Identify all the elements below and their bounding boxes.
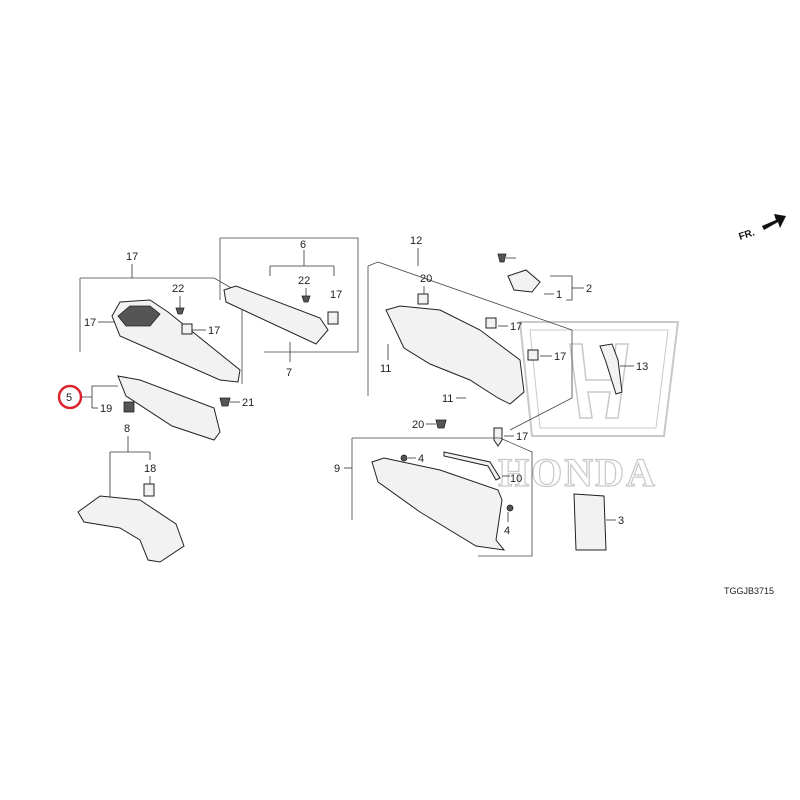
group-15: 17 17 22 17 [79,251,243,384]
group-9: 9 4 4 10 [334,437,533,557]
callout-6: 6 [300,239,306,251]
front-arrow-icon [762,214,786,230]
callout-13: 13 [636,361,648,373]
under-cover-panel [77,495,185,563]
callout-12: 12 [410,235,422,247]
screw-21 [219,397,231,407]
callout-5: 5 [66,392,72,404]
part-3: 3 [573,493,624,551]
glove-box-door [371,457,506,551]
callout-22a: 22 [172,283,184,295]
callout-4a: 4 [418,453,424,465]
callout-7: 7 [286,367,292,379]
callout-16: 17 [516,431,528,443]
front-label: FR. [738,227,757,243]
manual-pouch-3 [573,493,607,551]
damper-13 [599,343,623,395]
callout-14: 17 [84,317,96,329]
callout-4b: 4 [504,525,510,537]
group-12: 12 20 17 17 11 11 [367,235,573,431]
clip-17e [527,349,539,361]
hinge-rod-10 [443,451,501,481]
callout-11a: 11 [380,363,391,375]
clip-17c [143,483,155,497]
callout-17c: 18 [144,463,156,475]
callout-17d: 17 [510,321,522,333]
callout-19: 19 [100,403,112,415]
honda-watermark-logo: HONDA [497,321,680,496]
damper-16 [493,427,503,447]
callout-17e: 17 [554,351,566,363]
bracket-19 [123,401,135,413]
dash-trim-strip [223,285,329,345]
callout-11b: 11 [442,393,453,405]
callout-18: 20 [420,273,432,285]
group-6: 6 22 17 7 [219,237,359,379]
screw-22a [175,307,185,315]
latch-assembly [507,269,541,293]
callout-20: 20 [412,419,424,431]
group-20-16: 20 17 [412,419,528,447]
callout-1: 1 [556,289,562,301]
part-13: 13 [599,343,648,395]
callout-17b: 17 [330,289,342,301]
clip-17d [485,317,497,329]
screw-22b [301,295,311,303]
callout-17a: 17 [208,325,220,337]
clip-18 [417,293,429,305]
callout-10: 10 [510,473,522,485]
callout-8: 8 [124,423,130,435]
callout-21: 21 [242,397,254,409]
front-direction-indicator: FR. [738,214,786,243]
group-5: 5 19 21 [57,375,254,441]
bumper-4b [506,504,514,512]
highlight-circle [57,384,83,410]
callout-2: 2 [586,283,592,295]
clip-17a [181,323,193,335]
screw-22c [497,253,507,263]
group-2: 1 2 [497,253,592,301]
glove-box-frame [385,305,525,405]
group-8: 8 18 [77,423,185,563]
callout-9: 9 [334,463,340,475]
diagram-code: TGGJB3715 [724,586,774,596]
clip-17b [327,311,339,325]
callout-22b: 22 [298,275,310,287]
glove-box-lower-cover [117,375,221,441]
honda-watermark-text: HONDA [498,450,657,495]
side-vent-grille [117,305,161,327]
bumper-4a [400,454,408,462]
callout-15: 17 [126,251,138,263]
callout-3: 3 [618,515,624,527]
screw-20 [435,419,447,429]
